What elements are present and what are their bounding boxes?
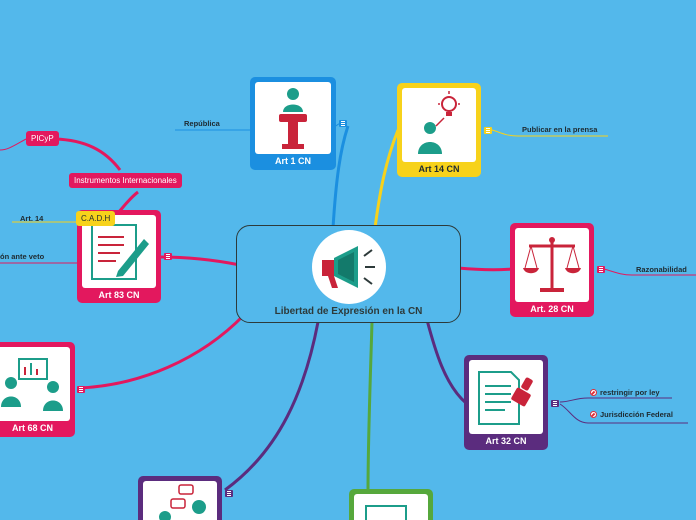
meeting-presentation-icon: [1, 358, 63, 411]
label-jurisdiccion[interactable]: Jurisdicción Federal: [590, 410, 673, 419]
central-title: Libertad de Expresión en la CN: [274, 306, 423, 317]
megaphone-icon: [312, 230, 386, 304]
card-bottom-left[interactable]: [138, 476, 222, 520]
card-art-14[interactable]: Art 14 CN: [397, 83, 481, 177]
card-art-32[interactable]: Art 32 CN: [464, 355, 548, 450]
card-bottom-center[interactable]: [349, 489, 433, 520]
card-art-68[interactable]: Art 68 CN: [0, 342, 75, 437]
label-insistencia[interactable]: ón ante veto: [0, 252, 45, 261]
card-title: Art 1 CN: [274, 156, 311, 166]
label-republica[interactable]: República: [184, 119, 220, 128]
no-entry-icon: [590, 411, 597, 418]
card-title: Art 14 CN: [418, 164, 460, 174]
notes-icon[interactable]: [339, 120, 347, 127]
central-topic[interactable]: Libertad de Expresión en la CN: [236, 225, 461, 323]
notes-icon[interactable]: [225, 490, 233, 497]
chat-people-icon: [159, 484, 206, 520]
tag-instrumentos[interactable]: Instrumentos Internacionales: [69, 173, 182, 188]
card-title: Art 32 CN: [485, 436, 527, 446]
notes-icon[interactable]: [77, 386, 85, 393]
card-title: Art. 28 CN: [530, 304, 574, 314]
card-art-1[interactable]: Art 1 CN: [250, 77, 336, 170]
person-idea-icon: [418, 91, 460, 154]
label-restringir[interactable]: restringir por ley: [590, 388, 660, 397]
notes-icon[interactable]: [164, 253, 172, 260]
tag-cadh[interactable]: C.A.D.H: [76, 211, 116, 226]
label-razonabilidad[interactable]: Razonabilidad: [636, 265, 687, 274]
card-title: Art 68 CN: [11, 423, 53, 433]
document-pen-icon: [91, 224, 149, 280]
tag-picyp[interactable]: PICyP: [26, 131, 59, 146]
scales-icon: [523, 237, 581, 292]
notes-icon[interactable]: [597, 266, 605, 273]
speaker-podium-icon: [279, 88, 307, 149]
no-entry-icon: [590, 389, 597, 396]
document-icon: [365, 505, 407, 520]
label-art-14[interactable]: Art. 14: [20, 214, 44, 223]
card-title: Art 83 CN: [98, 290, 140, 300]
notes-icon[interactable]: [551, 400, 559, 407]
card-art-28[interactable]: Art. 28 CN: [510, 223, 594, 317]
notes-icon[interactable]: [484, 127, 492, 134]
document-stamp-icon: [478, 371, 533, 425]
label-publicar[interactable]: Publicar en la prensa: [522, 125, 598, 134]
